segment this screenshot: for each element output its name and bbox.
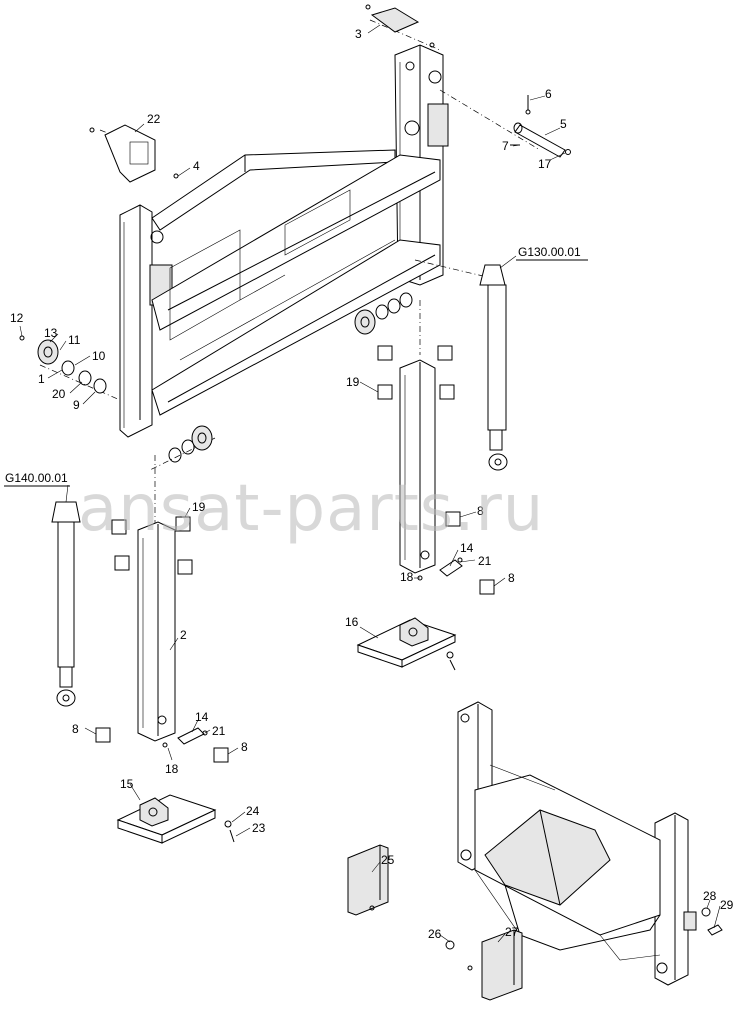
callout-numbers: 3 22 4 6 5 7 17 12 13 11 10 1 20 9 19 19… xyxy=(10,27,734,941)
callout-15: 15 xyxy=(120,777,134,791)
callout-27: 27 xyxy=(505,925,519,939)
part-right-washers xyxy=(354,292,413,335)
ref-label-g130: G130.00.01 xyxy=(518,245,581,259)
part-left-washers xyxy=(19,335,107,394)
callout-14b: 14 xyxy=(460,541,474,555)
callout-18b: 18 xyxy=(400,570,414,584)
callout-2: 2 xyxy=(180,628,187,642)
part-pin-assembly xyxy=(510,95,571,158)
callout-17: 17 xyxy=(538,157,552,171)
callout-19a: 19 xyxy=(192,500,206,514)
callout-22: 22 xyxy=(147,112,161,126)
ref-label-g140: G140.00.01 xyxy=(5,471,68,485)
part-plate-27 xyxy=(467,929,523,1001)
part-cover-plate xyxy=(365,4,435,48)
callout-12: 12 xyxy=(10,311,24,325)
callout-16: 16 xyxy=(345,615,359,629)
guide-lines xyxy=(39,19,541,530)
callout-10: 10 xyxy=(92,349,106,363)
callout-23: 23 xyxy=(252,821,266,835)
callout-20: 20 xyxy=(52,387,66,401)
upper-frame xyxy=(119,44,449,438)
callout-25: 25 xyxy=(381,853,395,867)
callout-26: 26 xyxy=(428,927,442,941)
callout-8d: 8 xyxy=(241,740,248,754)
callout-13: 13 xyxy=(44,326,58,340)
callout-8b: 8 xyxy=(508,571,515,585)
callout-3: 3 xyxy=(355,27,362,41)
part-plate-25 xyxy=(347,844,389,916)
right-cylinder xyxy=(479,264,508,471)
part-bracket xyxy=(89,124,179,183)
part-plate-16 xyxy=(356,617,457,671)
callout-19b: 19 xyxy=(346,375,360,389)
callout-6: 6 xyxy=(545,87,552,101)
left-cylinder xyxy=(51,501,81,707)
callout-11: 11 xyxy=(68,333,81,347)
callout-4: 4 xyxy=(193,159,200,173)
part-bolts-28-29 xyxy=(701,907,723,936)
part-center-washers xyxy=(168,425,213,463)
left-column xyxy=(95,516,229,763)
callout-8c: 8 xyxy=(72,722,79,736)
callout-21b: 21 xyxy=(478,554,492,568)
callout-24: 24 xyxy=(246,804,260,818)
watermark: ansat-parts.ru xyxy=(78,472,544,546)
part-plate-15 xyxy=(116,794,235,844)
callout-14a: 14 xyxy=(195,710,209,724)
callout-8a: 8 xyxy=(477,504,484,518)
right-column xyxy=(377,345,495,595)
callout-9: 9 xyxy=(73,398,80,412)
callout-1: 1 xyxy=(38,372,45,386)
callout-29: 29 xyxy=(720,898,734,912)
lower-base-frame xyxy=(445,701,697,986)
callout-18a: 18 xyxy=(165,762,179,776)
callout-28: 28 xyxy=(703,889,717,903)
leader-lines xyxy=(19,24,721,943)
callout-5: 5 xyxy=(560,117,567,131)
callout-7: 7 xyxy=(502,139,509,153)
callout-21a: 21 xyxy=(212,724,226,738)
